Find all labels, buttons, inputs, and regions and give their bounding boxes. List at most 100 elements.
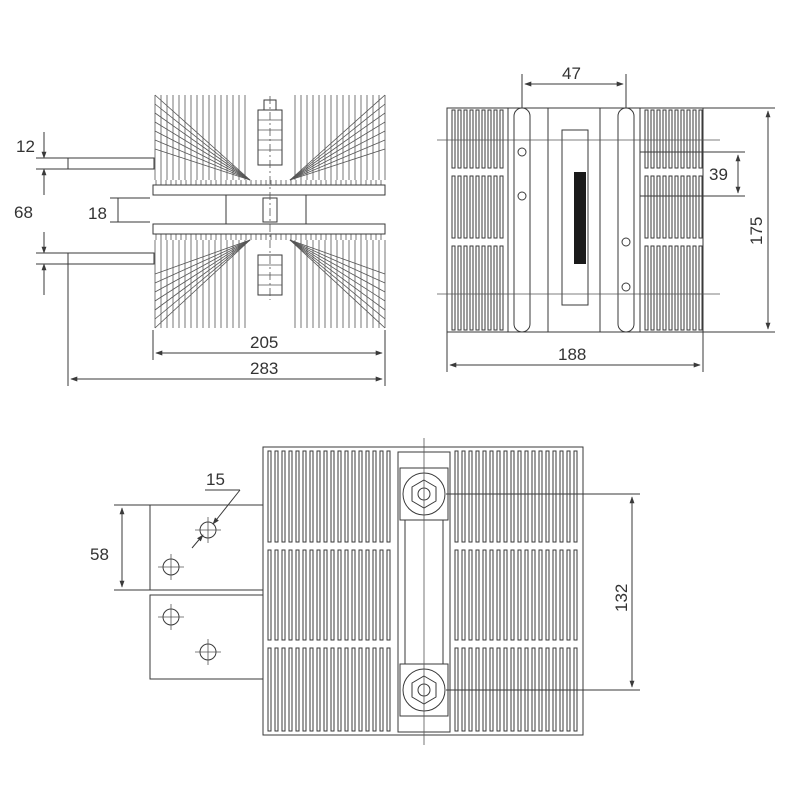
plan-fin xyxy=(552,549,557,641)
front-fin xyxy=(289,239,386,275)
front-fin xyxy=(289,121,386,181)
side-fin xyxy=(499,245,504,331)
plan-fin xyxy=(288,549,293,641)
plan-fin xyxy=(386,450,391,543)
plan-fin xyxy=(323,450,328,543)
side-fin xyxy=(463,175,468,239)
plan-terminal-hole xyxy=(158,604,184,630)
side-fin xyxy=(692,175,697,239)
plan-fin xyxy=(288,647,293,732)
plan-fin xyxy=(316,647,321,732)
plan-fin xyxy=(386,647,391,732)
plan-fin xyxy=(288,450,293,543)
plan-fin xyxy=(365,647,370,732)
front-view-fins xyxy=(154,94,386,329)
dim-plan-mount-spacing: 132 xyxy=(612,584,631,612)
plan-fin xyxy=(267,647,272,732)
side-view: 47 39 175 188 xyxy=(437,64,775,372)
plan-fin xyxy=(517,549,522,641)
plan-fin xyxy=(559,549,564,641)
plan-fin xyxy=(482,450,487,543)
plan-fin xyxy=(461,549,466,641)
plan-fin xyxy=(267,549,272,641)
plan-fin xyxy=(323,647,328,732)
dim-front-total-width: 283 xyxy=(250,359,278,378)
dim-front-top-offset: 12 xyxy=(16,137,35,156)
plan-fin xyxy=(344,450,349,543)
front-fin xyxy=(289,239,386,329)
side-fin xyxy=(668,109,673,169)
plan-fin xyxy=(538,450,543,543)
plan-fin xyxy=(330,549,335,641)
plan-terminal-hole xyxy=(195,517,221,543)
front-fin xyxy=(154,239,251,311)
front-fin xyxy=(154,239,251,302)
front-fin xyxy=(289,112,386,181)
side-fin xyxy=(499,175,504,239)
front-fin xyxy=(289,239,386,293)
plan-fin xyxy=(281,647,286,732)
plan-fin xyxy=(316,549,321,641)
side-fin xyxy=(680,109,685,169)
plan-fin xyxy=(559,450,564,543)
plan-fin xyxy=(573,549,578,641)
front-fin xyxy=(154,130,251,181)
plan-fin xyxy=(468,450,473,543)
plan-terminal-hole xyxy=(158,554,184,580)
plan-fin xyxy=(489,549,494,641)
side-fin xyxy=(692,109,697,169)
front-fin xyxy=(154,103,251,181)
dim-side-height: 175 xyxy=(747,217,766,245)
side-fin xyxy=(481,109,486,169)
front-view: 12 68 18 205 283 xyxy=(14,94,386,386)
plan-fin xyxy=(295,647,300,732)
plan-fin xyxy=(365,450,370,543)
side-right-slot xyxy=(617,107,635,333)
plan-terminal-hole xyxy=(195,639,221,665)
side-fin xyxy=(680,245,685,331)
front-fin xyxy=(154,239,251,293)
side-fin xyxy=(656,175,661,239)
side-fin xyxy=(475,245,480,331)
front-fin xyxy=(154,239,251,275)
plan-fin xyxy=(358,450,363,543)
plan-fin xyxy=(295,549,300,641)
side-fin xyxy=(644,109,649,169)
front-fin xyxy=(289,239,386,320)
side-fin xyxy=(481,245,486,331)
plan-fin xyxy=(302,450,307,543)
front-fin xyxy=(289,94,386,181)
plan-fin xyxy=(531,549,536,641)
dim-front-gap: 18 xyxy=(88,204,107,223)
plan-fin xyxy=(454,450,459,543)
plan-fin xyxy=(274,450,279,543)
plan-fin xyxy=(295,450,300,543)
side-fin xyxy=(698,175,703,239)
side-fin xyxy=(650,175,655,239)
plan-fin xyxy=(379,647,384,732)
side-fin xyxy=(686,109,691,169)
front-fin xyxy=(289,239,386,284)
plan-fin xyxy=(337,647,342,732)
side-fin xyxy=(463,245,468,331)
side-fin xyxy=(493,245,498,331)
plan-fin xyxy=(365,549,370,641)
plan-fin xyxy=(358,549,363,641)
plan-fin xyxy=(573,450,578,543)
side-fin xyxy=(656,109,661,169)
side-fin xyxy=(680,175,685,239)
front-upper-terminal xyxy=(67,157,155,170)
side-fin xyxy=(475,175,480,239)
side-fin xyxy=(650,245,655,331)
plan-fin xyxy=(309,549,314,641)
plan-fin xyxy=(281,450,286,543)
plan-fin xyxy=(538,549,543,641)
side-fin xyxy=(674,175,679,239)
plan-fin xyxy=(517,450,522,543)
plan-fin xyxy=(302,647,307,732)
side-fin xyxy=(469,175,474,239)
front-fin xyxy=(154,139,251,181)
dim-plan-hole-diameter: 15 xyxy=(206,470,225,489)
plan-fin xyxy=(510,549,515,641)
side-hole xyxy=(621,282,631,292)
